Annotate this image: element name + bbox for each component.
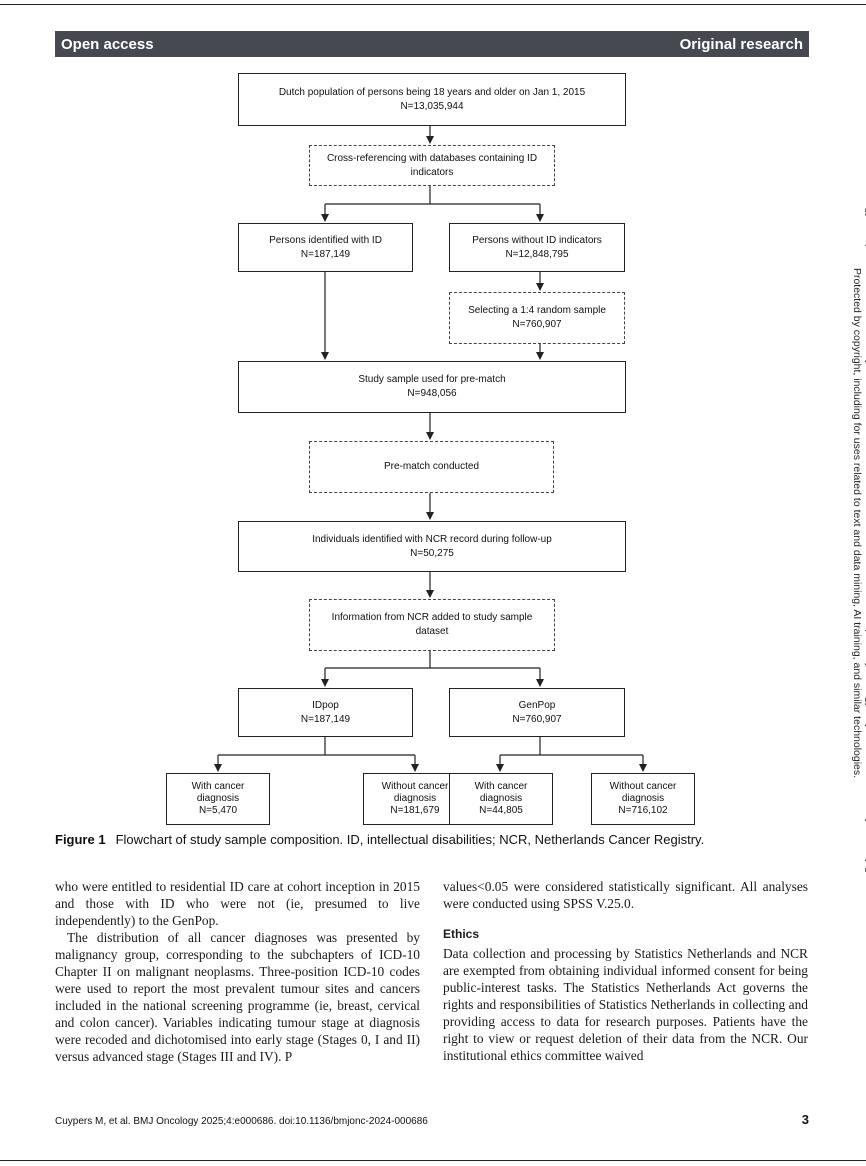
ncr-info-label-1: Information from NCR added to study samp… [331,612,533,623]
body-column-left: who were entitled to residential ID care… [55,878,420,1065]
genpop-count: N=760,907 [512,713,562,725]
side-note-text: BMJ Oncology: first published as 10.1136… [851,150,866,896]
crossref-label-1: Cross-referencing with databases contain… [326,152,538,164]
id-without-cancer-count: N=181,679 [390,805,440,816]
open-access-label: Open access [61,35,154,53]
study-sample-box: Study sample used for pre-match N=948,05… [238,361,626,413]
ncr-info-box: Information from NCR added to study samp… [309,599,555,651]
id-without-cancer-label-2: diagnosis [393,793,437,804]
population-label: Dutch population of persons being 18 yea… [278,86,586,98]
population-count: N=13,035,944 [400,100,464,112]
gen-without-cancer-label-2: diagnosis [621,793,665,804]
genpop-box: GenPop N=760,907 [449,688,625,737]
gen-without-cancer-box: Without cancer diagnosis N=716,102 [591,773,695,825]
ethics-heading: Ethics [443,927,480,941]
genpop-label: GenPop [518,699,556,711]
body-paragraph: who were entitled to residential ID care… [55,879,420,928]
id-without-cancer-label-1: Without cancer [381,781,449,792]
id-with-cancer-label-2: diagnosis [196,793,240,804]
study-sample-label: Study sample used for pre-match [358,374,506,385]
gen-with-cancer-count: N=44,805 [479,805,523,816]
with-id-count: N=187,149 [300,248,351,260]
ncr-record-box: Individuals identified with NCR record d… [238,521,626,572]
without-id-box: Persons without ID indicators N=12,848,7… [449,223,625,272]
ncr-record-label: Individuals identified with NCR record d… [312,533,552,545]
without-id-label: Persons without ID indicators [472,234,602,246]
ncr-info-label-2: dataset [415,626,449,637]
idpop-label: IDpop [312,699,339,711]
crossref-box: Cross-referencing with databases contain… [309,145,555,186]
page-number: 3 [801,1112,809,1127]
figure-caption-text: Flowchart of study sample composition. I… [115,832,705,847]
page-footer: Cuypers M, et al. BMJ Oncology 2025;4:e0… [55,1112,809,1127]
prematch-box: Pre-match conducted [309,441,554,493]
id-with-cancer-count: N=5,470 [198,805,238,816]
random-sample-count: N=760,907 [512,319,562,330]
article-type-label: Original research [679,35,803,53]
with-id-box: Persons identified with ID N=187,149 [238,223,413,272]
ncr-record-count: N=50,275 [410,547,454,559]
random-sample-label: Selecting a 1:4 random sample [468,305,606,316]
bottom-rule [0,1160,866,1161]
body-paragraph: Data collection and processing by Statis… [443,946,808,1063]
figure-caption: Figure 1 Flowchart of study sample compos… [55,832,815,847]
body-paragraph: values<0.05 were considered statisticall… [443,879,808,911]
top-rule [0,4,866,5]
body-column-right: values<0.05 were considered statisticall… [443,878,808,1064]
crossref-label-2: indicators [410,166,454,178]
with-id-label: Persons identified with ID [269,234,382,246]
random-sample-box: Selecting a 1:4 random sample N=760,907 [449,292,625,344]
header-bar: Open access Original research [55,31,809,57]
gen-without-cancer-count: N=716,102 [618,805,668,816]
side-note: BMJ Oncology: first published as 10.1136… [848,133,866,913]
idpop-count: N=187,149 [300,713,351,725]
id-with-cancer-box: With cancer diagnosis N=5,470 [166,773,270,825]
study-sample-count: N=948,056 [407,388,457,399]
gen-with-cancer-label-2: diagnosis [479,793,523,804]
figure-label: Figure 1 [55,832,106,847]
gen-with-cancer-box: With cancer diagnosis N=44,805 [449,773,553,825]
idpop-box: IDpop N=187,149 [238,688,413,737]
gen-with-cancer-label-1: With cancer [474,781,528,792]
flowchart-connectors [214,126,647,772]
gen-without-cancer-label-1: Without cancer [609,781,677,792]
id-with-cancer-label-1: With cancer [191,781,245,792]
population-box: Dutch population of persons being 18 yea… [238,73,626,126]
body-paragraph: The distribution of all cancer diagnoses… [55,930,420,1064]
prematch-label: Pre-match conducted [383,461,480,472]
without-id-count: N=12,848,795 [505,248,569,260]
footer-citation: Cuypers M, et al. BMJ Oncology 2025;4:e0… [55,1116,428,1127]
